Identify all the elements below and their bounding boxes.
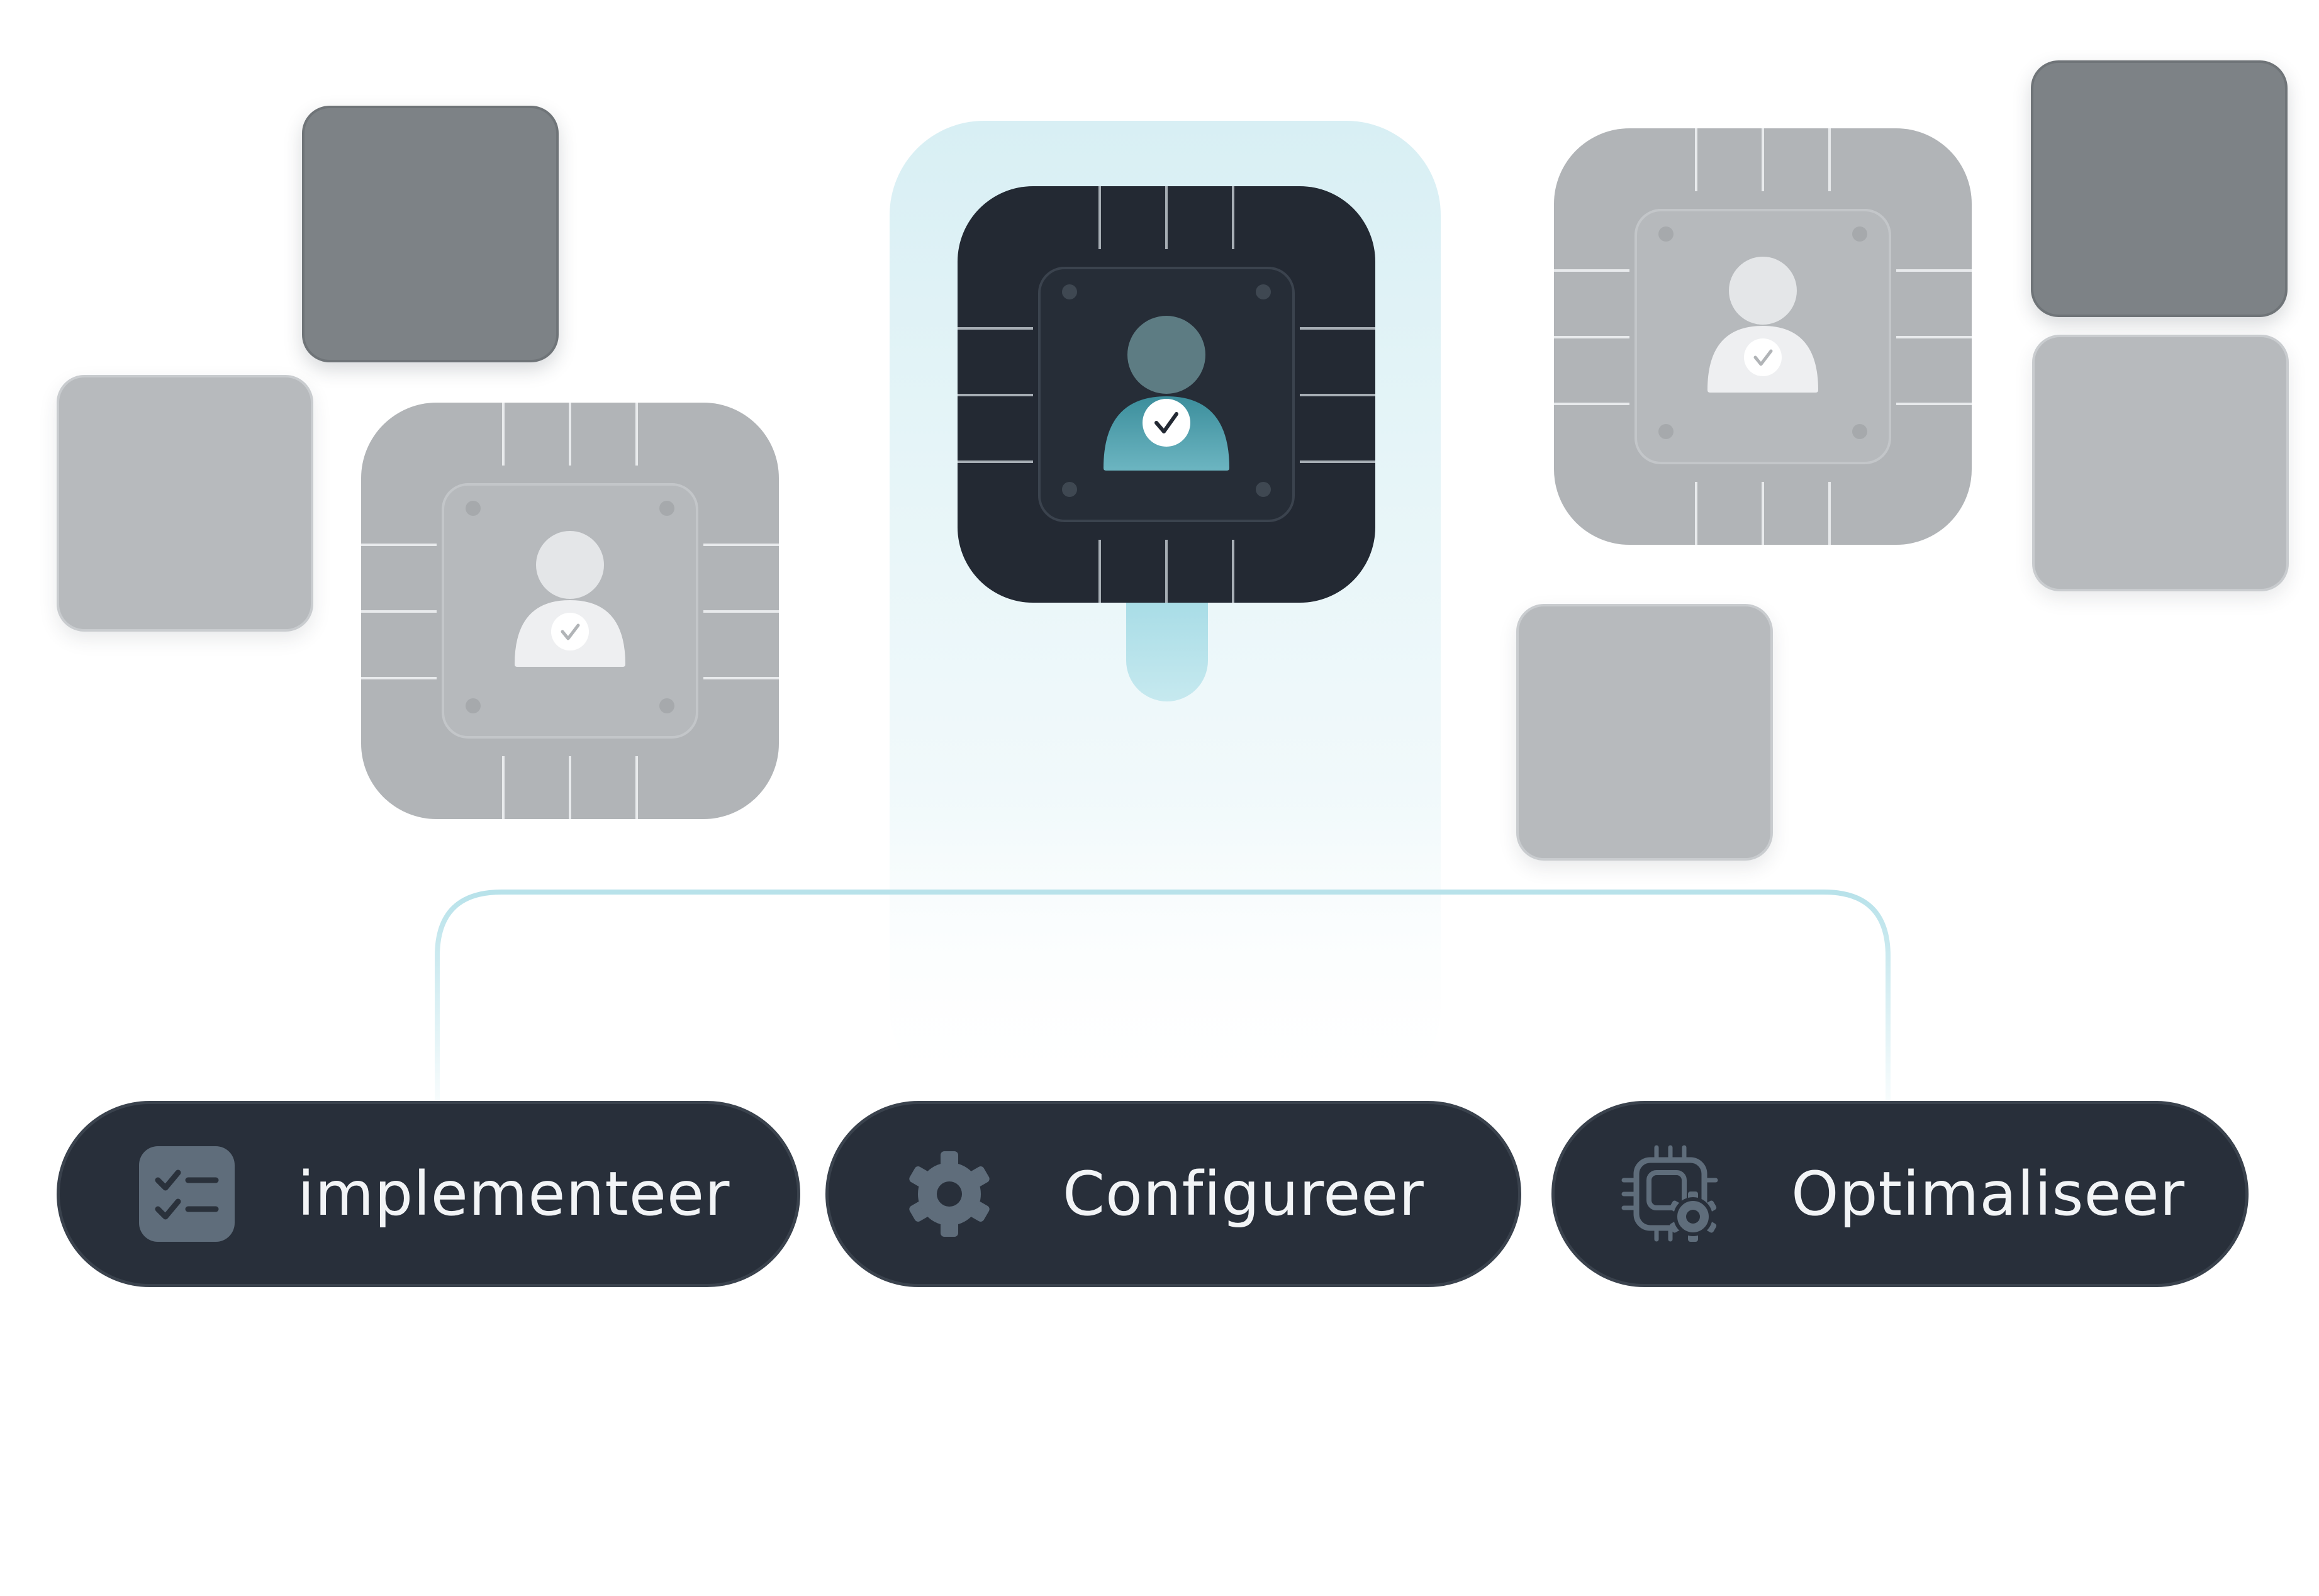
step-pill-implement[interactable]: implementeer (57, 1101, 800, 1287)
decor-tile (2032, 335, 2289, 591)
decor-tile (1516, 604, 1773, 861)
user-check-icon (1104, 316, 1229, 471)
checklist-icon (137, 1144, 237, 1244)
step-pill-optimize[interactable]: Optimaliseer (1551, 1101, 2249, 1287)
chip-inactive-left (361, 403, 779, 819)
chip-active (958, 186, 1375, 603)
step-label: implementeer (298, 1159, 730, 1229)
step-pill-configure[interactable]: Configureer (825, 1101, 1521, 1287)
user-check-icon (515, 531, 625, 667)
decor-tile (302, 106, 559, 362)
step-label: Configureer (1063, 1159, 1424, 1229)
chip-connector-tab (1126, 598, 1208, 701)
user-check-icon (1707, 257, 1818, 393)
gear-icon (899, 1144, 1000, 1244)
decor-tile (57, 375, 313, 632)
chip-gear-icon (1620, 1144, 1721, 1244)
connector-bus (435, 890, 1891, 1101)
chip-inactive-right (1554, 128, 1972, 545)
step-label: Optimaliseer (1791, 1159, 2186, 1229)
decor-tile (2031, 60, 2288, 317)
